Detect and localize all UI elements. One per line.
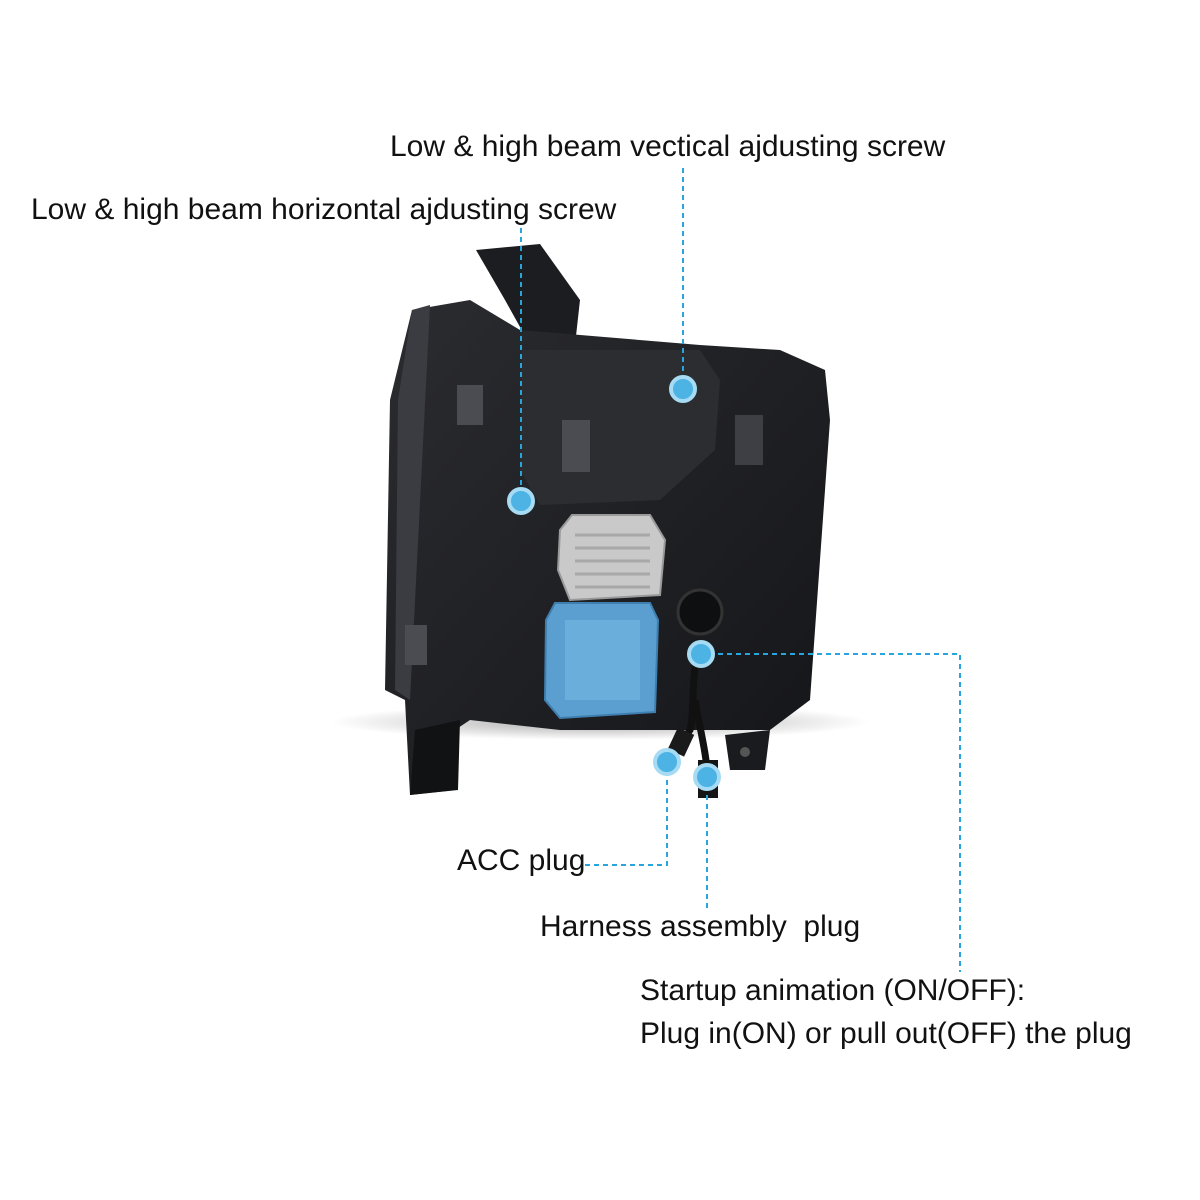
wire-socket	[676, 588, 724, 636]
marker-harness	[693, 763, 721, 791]
callout-acc-plug: ACC plug	[457, 844, 586, 877]
leader-startup	[700, 653, 961, 972]
callout-horizontal-screw: Low & high beam horizontal ajdusting scr…	[31, 193, 617, 226]
acc-plug-connector	[667, 727, 695, 757]
vent-left	[457, 385, 483, 425]
housing-left-edge	[395, 305, 430, 700]
markers	[507, 375, 721, 791]
heatsink-fins	[575, 533, 650, 589]
mounting-bracket-bottom	[410, 720, 460, 795]
vent-right	[735, 415, 763, 465]
leader-lines	[520, 168, 961, 972]
marker-horizontal-screw	[507, 487, 535, 515]
mounting-hole	[740, 747, 750, 757]
marker-startup	[687, 640, 715, 668]
vent-lower-left	[405, 625, 427, 665]
callout-harness-plug: Harness assembly plug	[540, 910, 861, 943]
callout-vertical-screw: Low & high beam vectical ajdusting screw	[390, 130, 946, 163]
callout-startup-title: Startup animation (ON/OFF):	[640, 974, 1026, 1007]
callout-startup-detail: Plug in(ON) or pull out(OFF) the plug	[640, 1017, 1132, 1050]
vent-center	[562, 420, 590, 472]
leader-acc	[585, 762, 668, 866]
mounting-bracket-top	[476, 244, 580, 345]
module-label-area	[565, 620, 640, 700]
marker-vertical-screw	[669, 375, 697, 403]
marker-acc	[653, 748, 681, 776]
